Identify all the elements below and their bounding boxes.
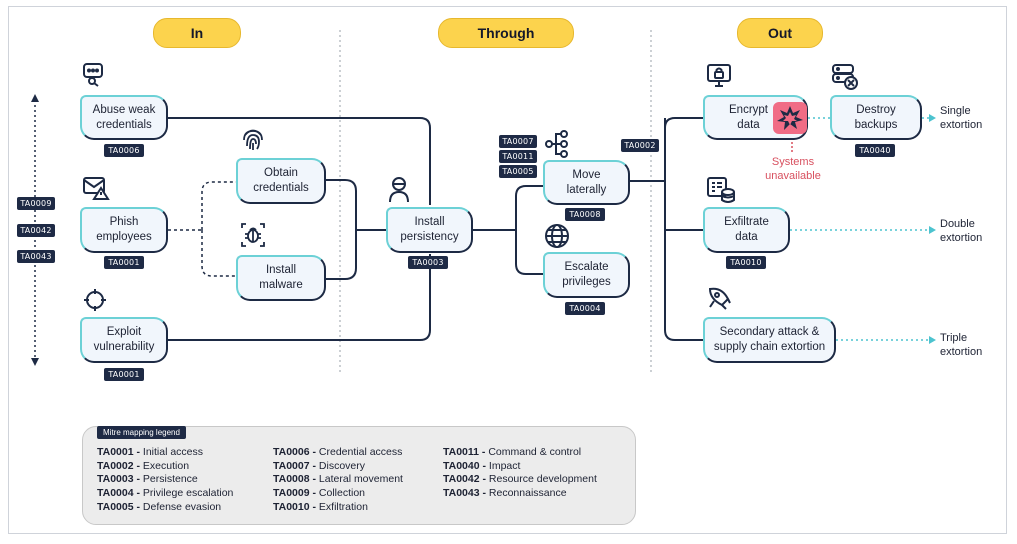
- tag-ta0009: TA0009: [17, 197, 55, 210]
- legend-row: TA0003 - Persistence: [97, 473, 233, 487]
- node-move-laterally: Move laterally: [543, 160, 630, 205]
- node-abuse-weak-credentials: Abuse weak credentials: [80, 95, 168, 140]
- legend-row: TA0004 - Privilege escalation: [97, 487, 233, 501]
- tag-ta0011: TA0011: [499, 150, 537, 163]
- legend-label: Exfiltration: [316, 500, 368, 513]
- node-destroy-backups: Destroy backups: [830, 95, 922, 140]
- tag-exfil: TA0010: [726, 256, 766, 269]
- node-secondary-attack: Secondary attack & supply chain extortio…: [703, 317, 836, 363]
- legend-label: Credential access: [316, 446, 403, 458]
- node-escalate-privileges: Escalate privileges: [543, 252, 630, 298]
- legend-row: TA0008 - Lateral movement: [273, 473, 403, 487]
- tag-ta0007: TA0007: [499, 135, 537, 148]
- legend-row: TA0009 - Collection: [273, 487, 403, 501]
- diagram-frame: [8, 6, 1007, 534]
- tag-ta0043: TA0043: [17, 250, 55, 263]
- node-phish-employees: Phish employees: [80, 207, 168, 253]
- legend-label: Impact: [486, 459, 521, 472]
- legend-code: TA0009 -: [273, 487, 316, 500]
- legend-label: Initial access: [140, 446, 204, 458]
- legend-code: TA0003 -: [97, 473, 140, 486]
- legend-code: TA0001 -: [97, 446, 140, 458]
- systems-unavailable-label: Systems unavailable: [765, 156, 821, 183]
- legend-label: Discovery: [316, 459, 366, 472]
- legend-code: TA0010 -: [273, 500, 316, 513]
- legend-row: TA0043 - Reconnaissance: [443, 487, 597, 501]
- tag-destroy: TA0040: [855, 144, 895, 157]
- tag-move: TA0008: [565, 208, 605, 221]
- legend-label: Resource development: [486, 473, 597, 486]
- legend-label: Privilege escalation: [140, 487, 234, 500]
- legend-code: TA0008 -: [273, 473, 316, 486]
- legend-code: TA0007 -: [273, 459, 316, 472]
- double-extortion-label: Double extortion: [940, 218, 983, 245]
- tag-ta0002: TA0002: [621, 139, 659, 152]
- legend-row: TA0006 - Credential access: [273, 446, 403, 460]
- node-exploit-vulnerability: Exploit vulnerability: [80, 317, 168, 363]
- tag-phish: TA0001: [104, 256, 144, 269]
- legend-row: TA0001 - Initial access: [97, 446, 233, 460]
- tag-escalate: TA0004: [565, 302, 605, 315]
- legend-code: TA0005 -: [97, 500, 140, 513]
- legend-label: Collection: [316, 487, 366, 500]
- legend-row: TA0040 - Impact: [443, 460, 597, 474]
- legend-row: TA0042 - Resource development: [443, 473, 597, 487]
- explosion-icon: [773, 102, 807, 134]
- tag-ta0005: TA0005: [499, 165, 537, 178]
- legend-label: Execution: [140, 459, 190, 472]
- phase-through: Through: [438, 18, 574, 48]
- tag-exploit: TA0001: [104, 368, 144, 381]
- triple-extortion-label: Triple extortion: [940, 332, 983, 359]
- legend-code: TA0040 -: [443, 459, 486, 472]
- legend-title: Mitre mapping legend: [97, 426, 186, 439]
- legend-row: TA0011 - Command & control: [443, 446, 597, 460]
- legend-code: TA0043 -: [443, 487, 486, 500]
- mitre-legend: Mitre mapping legend TA0001 - Initial ac…: [82, 426, 636, 525]
- legend-row: TA0005 - Defense evasion: [97, 501, 233, 515]
- legend-label: Command & control: [485, 446, 582, 458]
- node-exfiltrate-data: Exfiltrate data: [703, 207, 790, 253]
- tag-abuse: TA0006: [104, 144, 144, 157]
- tag-persist: TA0003: [408, 256, 448, 269]
- legend-code: TA0011 -: [443, 446, 486, 458]
- node-obtain-credentials: Obtain credentials: [236, 158, 326, 204]
- legend-label: Defense evasion: [140, 500, 222, 513]
- legend-label: Lateral movement: [316, 473, 403, 486]
- node-install-malware: Install malware: [236, 255, 326, 301]
- tag-ta0042: TA0042: [17, 224, 55, 237]
- legend-row: TA0010 - Exfiltration: [273, 501, 403, 515]
- legend-label: Persistence: [140, 473, 198, 486]
- phase-out: Out: [737, 18, 823, 48]
- legend-code: TA0004 -: [97, 487, 140, 500]
- legend-code: TA0002 -: [97, 459, 140, 472]
- legend-code: TA0006 -: [273, 446, 316, 458]
- node-install-persistency: Install persistency: [386, 207, 473, 253]
- legend-row: TA0007 - Discovery: [273, 460, 403, 474]
- single-extortion-label: Single extortion: [940, 105, 983, 132]
- legend-code: TA0042 -: [443, 473, 486, 486]
- phase-in: In: [153, 18, 241, 48]
- legend-row: TA0002 - Execution: [97, 460, 233, 474]
- legend-label: Reconnaissance: [486, 487, 567, 500]
